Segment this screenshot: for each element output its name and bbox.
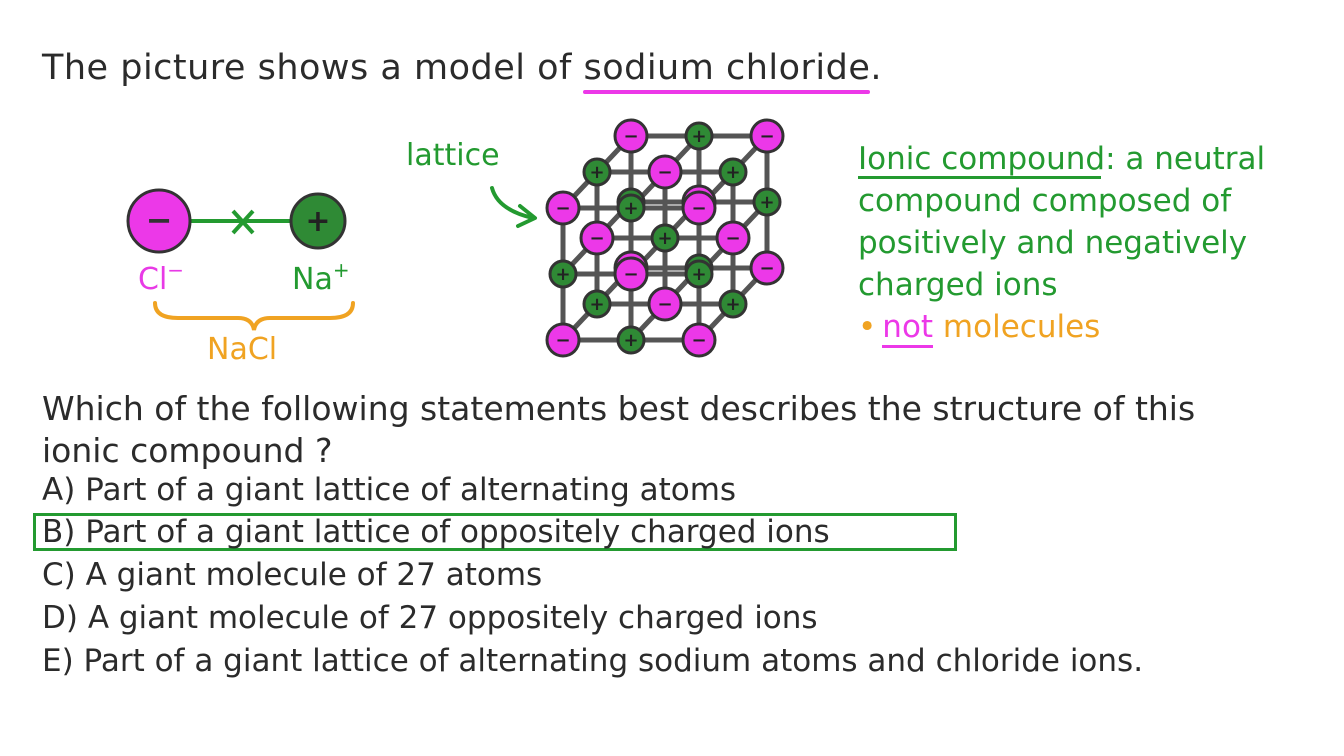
lattice-sodium-ion [650,223,680,253]
lattice-chloride-ion [749,118,785,154]
note-not-text: not [882,309,934,345]
lattice-chloride-ion [579,220,615,256]
page-title: The picture shows a model of sodium chlo… [42,48,883,94]
lattice-chloride-sign: − [623,264,638,285]
title-prefix: The picture shows a model of [42,48,584,88]
lattice-chloride-ion [545,190,581,226]
lattice-arrow-head [516,204,537,228]
lattice-sodium-sign: + [759,192,774,213]
lattice-sodium-sign: + [623,330,638,351]
lattice-sodium-sign: + [691,126,706,147]
option-c[interactable]: C) A giant molecule of 27 atoms [42,557,543,593]
definition-block: Ionic compound: a neutral compound compo… [858,138,1265,348]
lattice-chloride-sign: − [759,126,774,147]
lattice-sodium-sign: + [623,198,638,219]
lattice-sodium-sign: + [555,264,570,285]
lattice-sodium-ion [582,289,612,319]
lattice-sodium-sign: + [657,228,672,249]
question-line-1: Which of the following statements best d… [42,389,1196,428]
definition-line-1-rest: : a neutral [1105,141,1266,177]
chloride-ion-sign: − [146,201,173,239]
lattice-sodium-ion [684,259,714,289]
definition-line-4: charged ions [858,267,1058,303]
lattice-chloride-sign: − [555,330,570,351]
lattice-chloride-sign: − [759,258,774,279]
lattice-chloride-ion [749,250,785,286]
lattice-chloride-ion [715,220,751,256]
lattice-chloride-sign: − [589,228,604,249]
sodium-chloride-lattice: −+−+−+−+−+−+−+−+−+−+−+−+−+− [545,118,785,358]
lattice-chloride-sign: − [657,162,672,183]
title-highlight-text: sodium chloride [583,48,871,88]
lattice-chloride-sign: − [623,126,638,147]
lattice-chloride-sign: − [657,294,672,315]
selected-answer-highlight [33,513,957,551]
title-highlight-underline [583,90,871,94]
lattice-sodium-sign: + [589,294,604,315]
lattice-sodium-ion [548,259,578,289]
option-a[interactable]: A) Part of a giant lattice of alternatin… [42,472,737,508]
sodium-charge: + [332,258,350,282]
lattice-sodium-ion [616,193,646,223]
lattice-chloride-sign: − [725,228,740,249]
lattice-arrow-shaft [490,186,535,220]
lattice-sodium-sign: + [589,162,604,183]
lattice-chloride-sign: − [691,198,706,219]
chloride-label-text: Cl [138,262,168,297]
lattice-chloride-ion [613,256,649,292]
definition-line-2: compound composed of [858,183,1232,219]
sodium-label-text: Na [292,262,333,297]
note-bullet: • [858,309,877,345]
lattice-sodium-ion [684,121,714,151]
note-not: not [882,309,934,348]
title-highlight: sodium chloride [583,48,871,94]
lattice-label: lattice [406,138,500,173]
sodium-label: Na+ [292,258,350,297]
question-line-2: ionic compound ? [42,431,333,470]
lattice-chloride-sign: − [555,198,570,219]
option-d[interactable]: D) A giant molecule of 27 oppositely cha… [42,600,818,636]
bond-cross-mark-b [231,209,255,235]
option-e[interactable]: E) Part of a giant lattice of alternatin… [42,643,1144,679]
chloride-charge: − [167,258,185,282]
definition-note: •not molecules [858,306,1265,348]
lattice-chloride-ion [647,154,683,190]
lattice-sodium-sign: + [725,162,740,183]
formula-label: NaCl [207,332,278,367]
definition-term: Ionic compound [858,141,1106,179]
definition-term-text: Ionic compound [858,141,1106,177]
lattice-sodium-ion [718,157,748,187]
lattice-sodium-ion [616,325,646,355]
definition-line-1: Ionic compound: a neutral [858,138,1265,180]
lattice-sodium-sign: + [725,294,740,315]
lattice-chloride-ion [681,322,717,358]
definition-term-underline [858,176,1102,179]
sodium-ion-sign: + [305,204,330,239]
title-suffix: . [870,48,883,88]
lattice-sodium-ion [752,187,782,217]
definition-line-3: positively and negatively [858,225,1248,261]
sodium-ion-circle [289,192,347,250]
ion-pair-diagram: − + [126,188,355,331]
lattice-sodium-ion [582,157,612,187]
note-not-underline [882,345,934,348]
lattice-chloride-ion [545,322,581,358]
lattice-sodium-sign: + [691,264,706,285]
lattice-chloride-sign: − [691,330,706,351]
formula-brace [153,301,355,331]
lattice-chloride-ion [613,118,649,154]
option-b[interactable]: B) Part of a giant lattice of oppositely… [42,514,830,550]
chloride-ion-circle [126,188,192,254]
question-text: Which of the following statements best d… [42,388,1195,472]
chloride-label: Cl− [138,258,184,297]
lattice-chloride-ion [647,286,683,322]
lattice-chloride-ion [681,190,717,226]
lattice-sodium-ion [718,289,748,319]
note-rest: molecules [933,309,1101,345]
